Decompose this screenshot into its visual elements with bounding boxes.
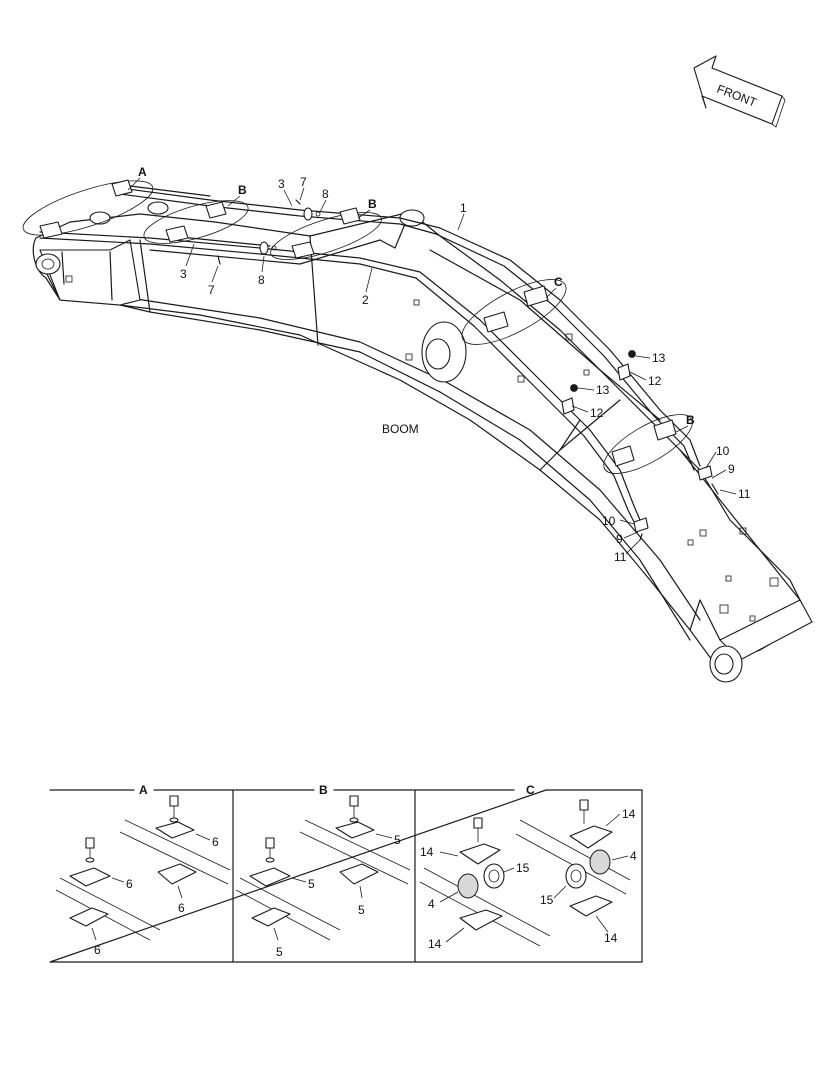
detail-letter-b: B bbox=[319, 783, 328, 797]
callout-letter-b: B bbox=[238, 183, 247, 197]
callout-10: 10 bbox=[716, 444, 730, 458]
hydraulic-pipes bbox=[39, 185, 701, 523]
detail-b: 5 5 5 5 bbox=[235, 795, 411, 959]
callout-7: 7 bbox=[300, 175, 307, 189]
callout-13: 13 bbox=[652, 351, 666, 365]
detail-c-label-7: 15 bbox=[540, 893, 554, 907]
callout-12: 12 bbox=[648, 374, 662, 388]
callout-2: 2 bbox=[362, 293, 369, 307]
clamp-group-c-ellipse bbox=[461, 279, 567, 345]
callout-c-top: C bbox=[545, 275, 563, 299]
callout-9: 9 bbox=[728, 462, 735, 476]
callout-a-top: A bbox=[127, 165, 147, 191]
detail-a-label-1: 6 bbox=[212, 835, 219, 849]
callout-11: 11 bbox=[614, 550, 627, 564]
callout-3: 3 bbox=[180, 267, 187, 281]
callout-9: 9 bbox=[616, 532, 623, 546]
detail-c-label-4: 14 bbox=[428, 937, 442, 951]
callout-13: 13 bbox=[596, 383, 610, 397]
detail-a-label-2: 6 bbox=[126, 877, 133, 891]
callout-b-right: B bbox=[675, 413, 695, 433]
callout-b-left: B bbox=[227, 183, 247, 207]
callout-letter-b: B bbox=[686, 413, 695, 427]
callout-letter-a: A bbox=[138, 165, 147, 179]
callout-7: 7 bbox=[208, 283, 215, 297]
detail-a-label-3: 6 bbox=[178, 901, 185, 915]
clamp-group-b-left-ellipse bbox=[143, 200, 249, 244]
callout-11: 11 bbox=[738, 487, 751, 501]
callout-letter-b: B bbox=[368, 197, 377, 211]
callout-8: 8 bbox=[258, 273, 265, 287]
pipe-fittings bbox=[217, 199, 719, 541]
callout-1: 1 bbox=[460, 201, 467, 215]
boom-label: BOOM bbox=[382, 422, 419, 436]
detail-b-label-2: 5 bbox=[308, 877, 315, 891]
callout-b-mid: B bbox=[357, 197, 377, 219]
detail-c-label-1: 14 bbox=[420, 845, 434, 859]
detail-c-label-6: 4 bbox=[630, 849, 637, 863]
detail-b-label-4: 5 bbox=[276, 945, 283, 959]
detail-a-label-4: 6 bbox=[94, 943, 101, 957]
detail-c-label-2: 15 bbox=[516, 861, 530, 875]
clamp-group-b-mid-ellipse bbox=[270, 207, 382, 260]
callout-8: 8 bbox=[322, 187, 329, 201]
detail-c: 14 15 4 14 14 4 15 14 bbox=[419, 799, 637, 951]
callout-letter-c: C bbox=[554, 275, 563, 289]
callout-12: 12 bbox=[590, 406, 604, 420]
detail-c-label-8: 14 bbox=[604, 931, 618, 945]
callout-10: 10 bbox=[602, 514, 616, 528]
part-callouts-boom: 3 7 8 1 3 7 8 2 13 12 13 12 10 9 11 10 9… bbox=[180, 175, 751, 564]
detail-letter-c: C bbox=[526, 783, 535, 797]
clamp-group-a-ellipse bbox=[22, 179, 154, 239]
detail-b-label-1: 5 bbox=[394, 833, 401, 847]
boom-structure bbox=[32, 201, 813, 683]
detail-b-label-3: 5 bbox=[358, 903, 365, 917]
clamp-group-b-right-ellipse bbox=[603, 414, 693, 474]
detail-a: 6 6 6 6 bbox=[55, 795, 231, 957]
detail-letter-a: A bbox=[139, 783, 148, 797]
detail-c-label-3: 4 bbox=[428, 897, 435, 911]
detail-c-label-5: 14 bbox=[622, 807, 636, 821]
callout-3: 3 bbox=[278, 177, 285, 191]
front-direction-arrow: FRONT bbox=[693, 55, 786, 128]
detail-panels-frame: A B C bbox=[49, 783, 643, 963]
